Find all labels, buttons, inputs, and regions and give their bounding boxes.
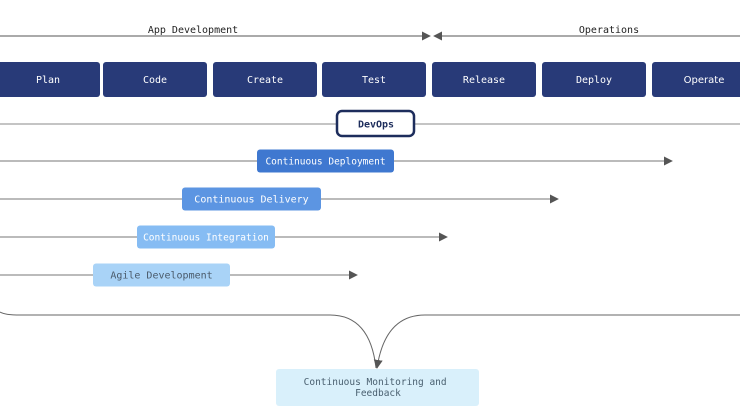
feedback-box-rect: [276, 369, 479, 406]
practice-continuous-delivery: Continuous Delivery: [0, 187, 559, 211]
practice-label: Continuous Integration: [143, 233, 269, 244]
stage-box: [103, 62, 207, 97]
feedback-box: Continuous Monitoring and Feedback: [276, 369, 479, 406]
stage-label: Create: [247, 75, 283, 86]
practice-box: [182, 187, 321, 211]
stage-plan: Plan: [0, 62, 100, 97]
practice-agile-development: Agile Development: [0, 263, 358, 287]
stage-label: Code: [143, 75, 167, 86]
feedback-curve-left: [0, 311, 377, 369]
practice-continuous-integration: Continuous Integration: [0, 225, 448, 249]
feedback-label-line-2: Feedback: [355, 388, 401, 399]
stage-label: Deploy: [576, 75, 612, 86]
stage-deploy: Deploy: [542, 62, 646, 97]
practice-box: [93, 263, 230, 287]
practice-continuous-deployment: Continuous Deployment: [0, 149, 673, 173]
practice-box: [257, 149, 394, 173]
practice-box: [137, 225, 275, 249]
stage-label: Test: [362, 75, 386, 86]
devops-box: [335, 109, 416, 138]
feedback-label: Continuous Monitoring and Feedback: [304, 377, 453, 399]
feedback-curve-right: [373, 314, 740, 369]
stage-box: [542, 62, 646, 97]
feedback-connector: [0, 311, 740, 369]
stage-box: [0, 62, 100, 97]
stage-box: [213, 62, 317, 97]
stage-code: Code: [103, 62, 207, 97]
feedback-label-line-1: Continuous Monitoring and: [304, 377, 447, 388]
stage-operate: Operate: [652, 62, 740, 97]
stage-release: Release: [432, 62, 536, 97]
stage-box: [432, 62, 536, 97]
stage-box: [652, 62, 740, 97]
stage-label: Plan: [36, 75, 60, 86]
practice-label: Continuous Deployment: [265, 157, 385, 168]
practice-label: Agile Development: [110, 271, 212, 282]
phase-app-development: App Development: [148, 25, 238, 36]
phase-operations: Operations: [579, 25, 639, 36]
stage-label: Operate: [684, 75, 725, 86]
stage-box: [322, 62, 426, 97]
phase-header: App Development Operations: [0, 25, 740, 41]
devops-label: DevOps: [358, 120, 394, 131]
stage-row: Plan Code Create Test Release Deploy Operate: [0, 62, 740, 97]
stage-test: Test: [322, 62, 426, 97]
stage-label: Release: [463, 75, 505, 86]
devops-row: DevOps: [0, 109, 740, 138]
practice-label: Continuous Delivery: [194, 195, 308, 206]
stage-create: Create: [213, 62, 317, 97]
